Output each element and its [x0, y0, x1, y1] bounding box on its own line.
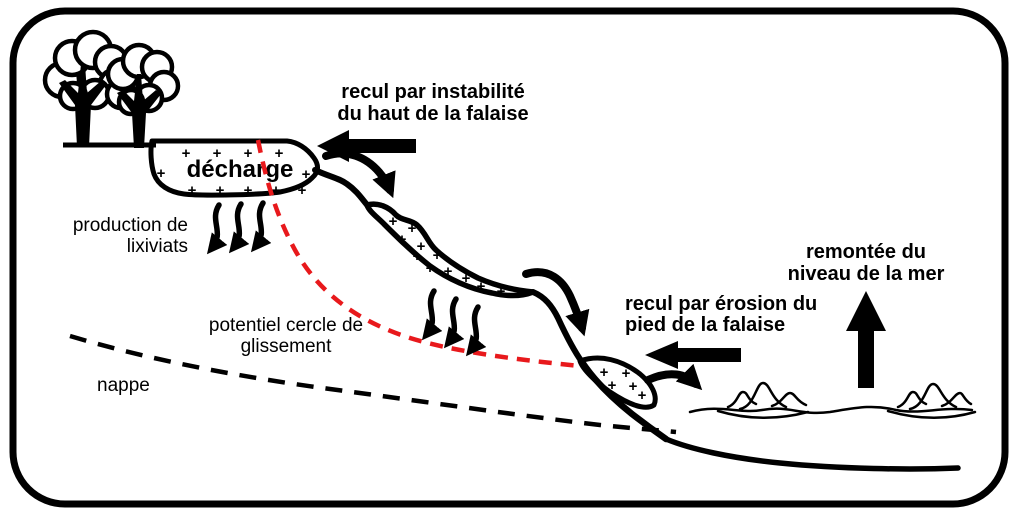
- sea-level-rise-arrow: [846, 291, 886, 388]
- plus-marker: +: [629, 378, 638, 395]
- diagram-border: [9, 7, 1009, 508]
- label-production-lixiviats-line2: lixiviats: [127, 236, 188, 257]
- cliff-slide-arrow-2: [522, 268, 590, 337]
- slump-block-lower-outline: [577, 355, 658, 410]
- label-recul-erosion-line2: pied de la falaise: [625, 314, 785, 336]
- plus-marker: +: [244, 145, 253, 162]
- plus-marker: +: [497, 283, 506, 300]
- plus-marker: +: [302, 166, 311, 183]
- water-table-line: [69, 333, 677, 435]
- plus-marker: +: [600, 364, 609, 381]
- leachate-arrow: [250, 200, 272, 253]
- landfill-label: décharge: [187, 156, 294, 183]
- plus-marker: +: [608, 377, 617, 394]
- plus-marker: +: [413, 248, 422, 265]
- shore-platform-line: [663, 436, 961, 472]
- slump-block-upper-outline: [364, 201, 536, 299]
- plus-marker: +: [398, 231, 407, 248]
- plus-marker: +: [477, 278, 486, 295]
- slump-block-lower-plus-markers: + + + + +: [600, 364, 647, 404]
- tree-trunk: [59, 64, 106, 147]
- label-production-lixiviats-line1: production de: [73, 215, 188, 236]
- label-remontee-line1: remontée du: [806, 241, 926, 263]
- label-potentiel-cercle-line1: potentiel cercle de: [209, 315, 363, 336]
- label-remontee-line2: niveau de la mer: [788, 263, 945, 285]
- wave-group-2: [886, 382, 977, 419]
- landfill-outline: [148, 138, 320, 198]
- plus-marker: +: [275, 145, 284, 162]
- cliff-face-middle: [530, 289, 585, 365]
- tree-canopy: [42, 29, 181, 117]
- retreat-top-block-arrow: [317, 130, 416, 162]
- leachate-arrow: [443, 296, 465, 349]
- landfill-plus-markers: + + + + + + + + + + +: [157, 145, 311, 199]
- tree-trunk: [117, 74, 161, 148]
- label-recul-instabilite-line1: recul par instabilité: [341, 81, 524, 103]
- plus-marker: +: [444, 263, 453, 280]
- slip-circle-line: [255, 139, 581, 369]
- retreat-foot-block-arrow: [645, 341, 741, 369]
- cliff-face-upper: [312, 167, 371, 209]
- plus-marker: +: [298, 182, 307, 199]
- plus-marker: +: [216, 182, 225, 199]
- leachate-arrow: [228, 201, 250, 254]
- plus-marker: +: [213, 145, 222, 162]
- plus-marker: +: [408, 220, 417, 237]
- label-recul-erosion-line1: recul par érosion du: [625, 293, 817, 315]
- plus-marker: +: [244, 182, 253, 199]
- label-potentiel-cercle-line2: glissement: [241, 336, 333, 357]
- label-recul-instabilite-line2: du haut de la falaise: [337, 103, 528, 125]
- leachate-arrow: [421, 288, 443, 341]
- trees: [42, 29, 181, 148]
- plus-marker: +: [638, 387, 647, 404]
- plus-marker: +: [389, 213, 398, 230]
- leachate-arrow: [206, 202, 228, 255]
- labels: recul par instabilité du haut de la fala…: [73, 81, 945, 396]
- cliff-slide-arrow-3: [644, 363, 703, 391]
- plus-marker: +: [182, 145, 191, 162]
- leachate-arrow: [465, 304, 487, 357]
- plus-marker: +: [462, 270, 471, 287]
- plus-marker: +: [272, 182, 281, 199]
- plus-marker: +: [188, 182, 197, 199]
- plus-marker: +: [417, 238, 426, 255]
- wave-group-1: [716, 381, 810, 419]
- sea-waves: [688, 381, 977, 419]
- plus-marker: +: [622, 365, 631, 382]
- slump-block-upper-plus-markers: + + + + + + + + + + +: [389, 213, 506, 300]
- leachate-arrows-landfill: [206, 200, 272, 255]
- plus-marker: +: [433, 247, 442, 264]
- label-nappe: nappe: [97, 375, 150, 396]
- plus-marker: +: [157, 165, 166, 182]
- leachate-arrows-slump: [421, 288, 487, 357]
- sea-surface-line: [688, 405, 974, 415]
- plus-marker: +: [426, 260, 435, 277]
